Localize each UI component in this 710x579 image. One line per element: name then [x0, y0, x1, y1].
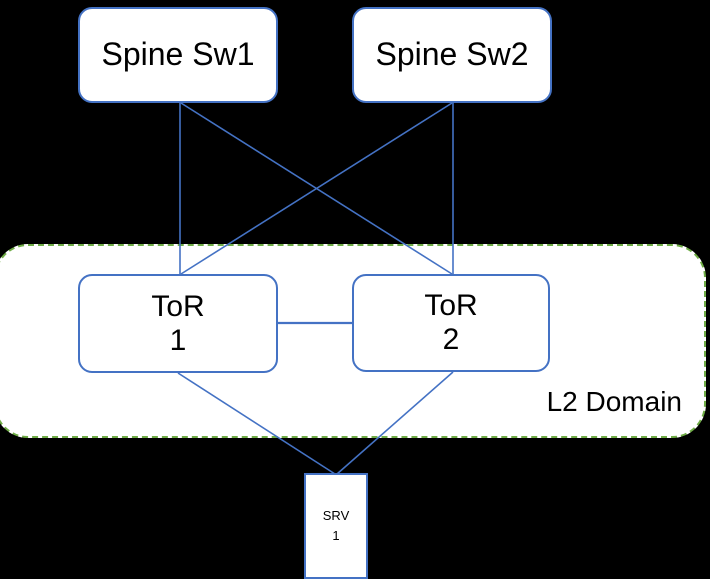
link-tor1-server1: [177, 372, 336, 475]
node-spine-sw1-label: Spine Sw1: [101, 36, 255, 73]
node-server-1-label-line2: 1: [332, 528, 340, 543]
node-spine-sw2[interactable]: Spine Sw2: [352, 7, 552, 103]
node-spine-sw2-label: Spine Sw2: [375, 36, 529, 73]
node-server-1[interactable]: SRV 1: [304, 473, 368, 579]
node-tor-1-label-line1: ToR: [151, 289, 205, 323]
node-spine-sw1[interactable]: Spine Sw1: [78, 7, 278, 103]
node-tor-2-label-line1: ToR: [424, 289, 478, 323]
node-tor-1[interactable]: ToR 1: [78, 274, 278, 373]
node-tor-2[interactable]: ToR 2: [352, 274, 550, 372]
l2-domain-label: L2 Domain: [546, 386, 682, 417]
node-tor-2-label-line2: 2: [442, 323, 460, 356]
link-spine2-tor1: [180, 102, 453, 275]
link-tor2-server1: [336, 371, 454, 475]
node-tor-1-label-line2: 1: [169, 323, 187, 357]
node-server-1-label-line1: SRV: [322, 507, 350, 523]
